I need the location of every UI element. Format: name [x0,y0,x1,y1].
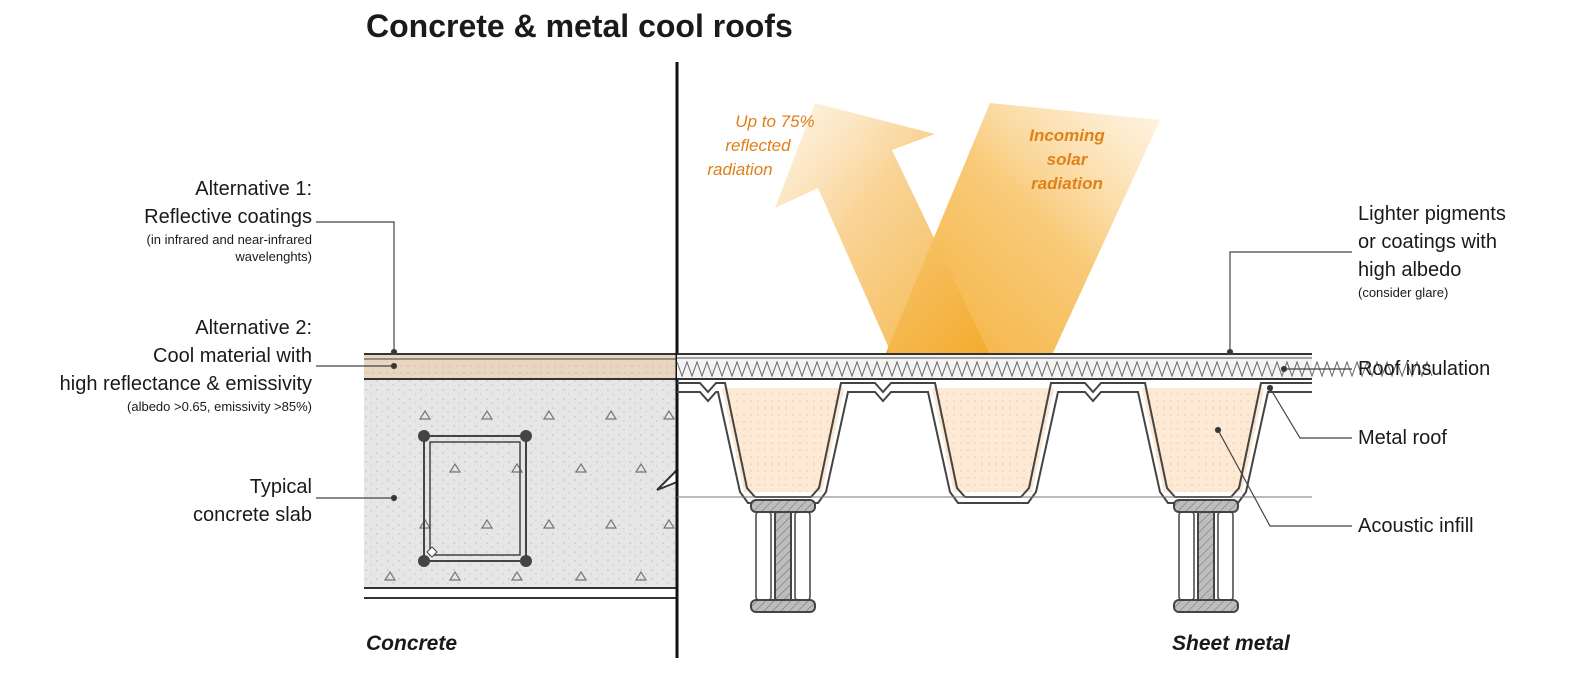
alt1-name: Reflective coatings [144,206,312,228]
alt2-note: (albedo >0.65, emissivity >85%) [127,399,312,414]
alt2-line2: high reflectance & emissivity [59,373,312,395]
pigments-line2: or coatings with [1358,231,1497,253]
alternative-1-label: Alternative 1: Reflective coatings (in i… [144,175,312,265]
pigments-note: (consider glare) [1358,285,1449,300]
roof-insulation-label: Roof insulation [1358,358,1491,380]
alt2-line1: Cool material with [153,345,312,367]
slab-line2: concrete slab [193,504,312,526]
reflected-line3: radiation [707,160,773,179]
concrete-slab-label: Typical concrete slab [193,473,312,529]
leader-lines [316,221,1352,527]
concrete-slab [364,353,678,599]
pigments-line3: high albedo [1358,259,1462,281]
incoming-line1: Incoming [1029,126,1105,145]
incoming-radiation-label: Incoming solar radiation [1010,124,1124,196]
steel-beam [750,499,816,613]
alt1-note-1: (in infrared and near-infrared [146,232,312,247]
slab-line1: Typical [249,476,312,498]
page-title: Concrete & metal cool roofs [366,8,793,44]
metal-roof-label: Metal roof [1358,427,1447,449]
alt2-heading: Alternative 2: [195,317,312,339]
alternative-2-label: Alternative 2: Cool material with high r… [60,314,312,415]
incoming-line2: solar [1046,150,1088,169]
reflected-line1: Up to 75% [735,112,815,131]
concrete-caption: Concrete [366,632,458,655]
acoustic-infill-label: Acoustic infill [1358,515,1474,537]
reflected-radiation-label: Up to 75% reflected radiation [690,110,820,182]
steel-beam [1173,499,1239,613]
reflected-radiation-beam [775,103,990,355]
reflected-line2: reflected [725,136,791,155]
incoming-line3: radiation [1031,174,1103,193]
alt1-note-2: wavelenghts) [235,249,312,264]
lighter-pigments-label: Lighter pigments or coatings with high a… [1358,200,1506,301]
metal-roof-assembly [676,353,1433,613]
pigments-line1: Lighter pigments [1358,203,1506,225]
sheet-metal-caption: Sheet metal [1172,632,1290,655]
alt1-heading: Alternative 1: [195,178,312,200]
